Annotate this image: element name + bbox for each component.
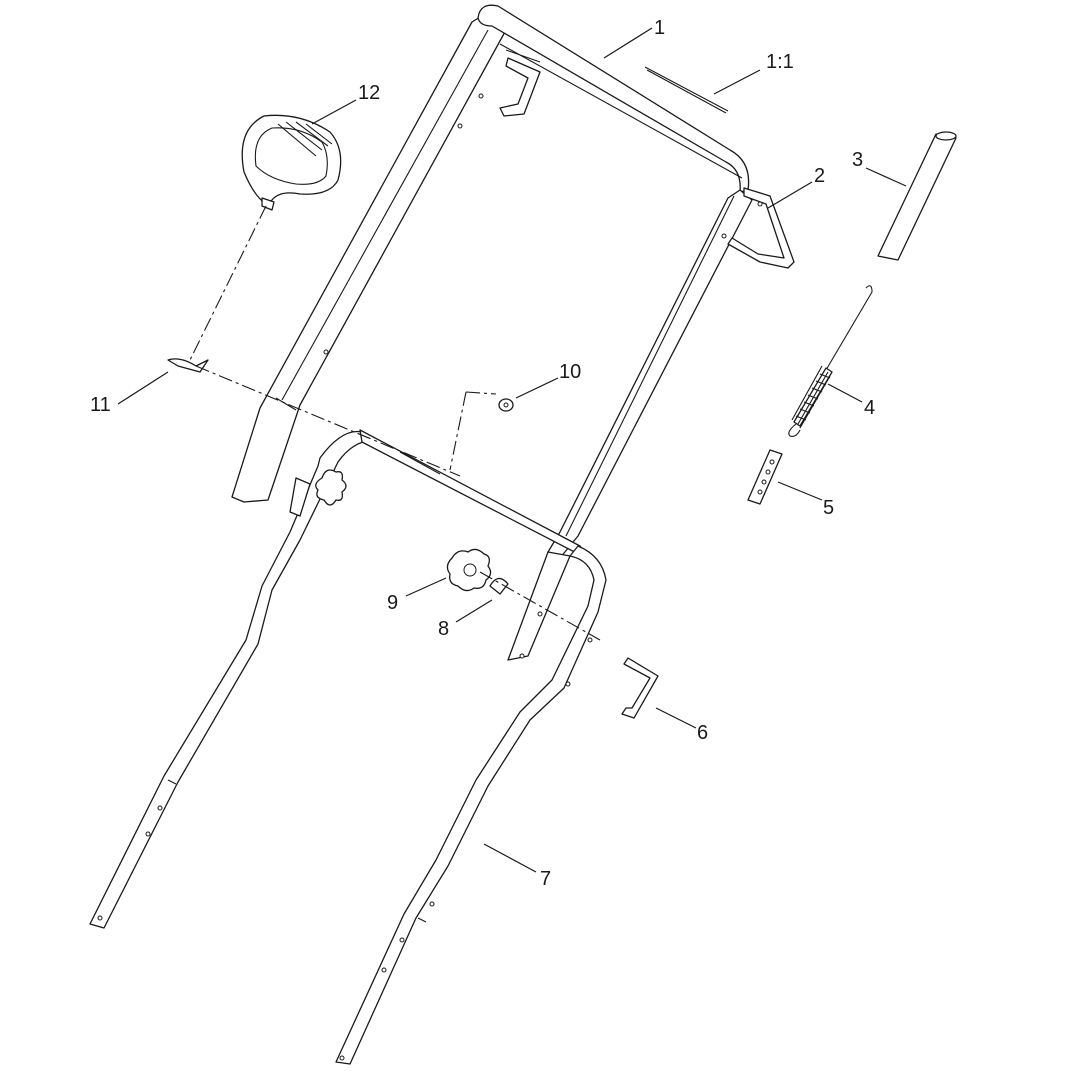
callout-3: 3 [852,149,863,171]
leader-lines [117,27,907,873]
knob-part-9 [289,469,492,592]
nut-part-10 [498,398,514,412]
callout-5: 5 [823,497,834,519]
callout-6: 6 [697,722,708,744]
callout-1-1: 1:1 [766,51,794,73]
callout-1: 1 [654,17,665,39]
spring-part-4 [788,285,873,437]
callout-11: 11 [90,394,111,416]
upper-handle-part-1 [231,4,753,559]
callout-8: 8 [438,618,449,640]
adjuster-plate-part-5 [747,449,783,505]
decal-part-1-1 [644,66,729,114]
clip-part-11 [167,358,209,373]
callout-9: 9 [387,592,398,614]
callout-7: 7 [540,868,551,890]
control-bail-part-2 [499,57,795,269]
callout-12: 12 [358,82,380,104]
grip-sleeve-part-3 [877,131,957,261]
cable-guide-part-12 [241,114,342,211]
callout-10: 10 [559,361,581,383]
callout-2: 2 [814,165,825,187]
alignment-lines [189,205,601,641]
callout-4: 4 [864,397,875,419]
lower-handle-part-7 [89,429,607,1065]
u-bolt-part-6 [621,657,659,719]
washer-part-8 [489,577,509,595]
callout-labels: 1 1:1 2 3 4 5 6 7 8 9 10 11 12 [90,17,875,890]
